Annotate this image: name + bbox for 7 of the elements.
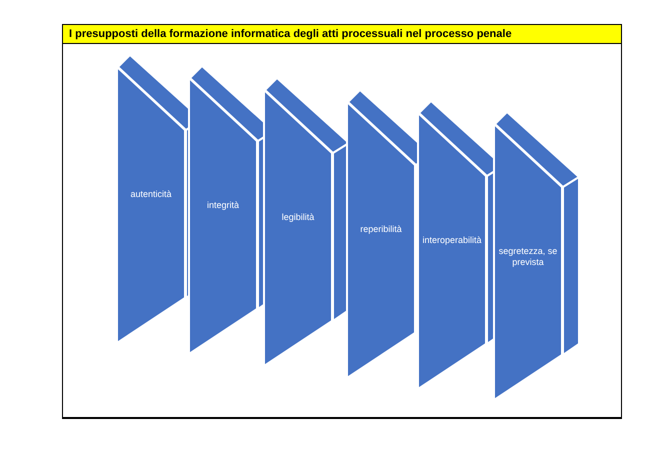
panel-label: segretezza, se prevista	[498, 246, 558, 268]
panel-label: interoperabilità	[422, 235, 482, 246]
panel-label: legibilità	[282, 212, 314, 223]
panel-label: integrità	[206, 200, 240, 211]
panel-label: reperibilità	[360, 224, 402, 235]
title-bar: I presupposti della formazione informatica degli atti processuali nel processo penale	[62, 24, 622, 44]
panel-label: autenticità	[130, 189, 172, 200]
